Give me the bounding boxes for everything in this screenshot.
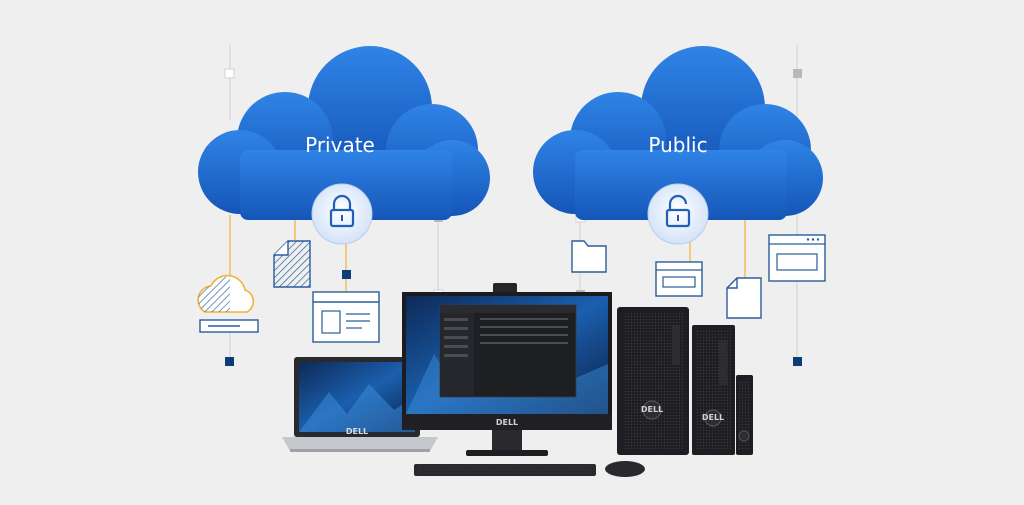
mouse [605,461,645,477]
tower-pc: DELL [617,307,689,455]
document-icon [726,277,762,319]
private-cloud-label: Private [305,133,375,157]
large-browser-window-icon [768,234,826,282]
folder-icon [571,240,607,273]
open-lock-icon [647,183,709,245]
keyboard [414,464,596,476]
closed-lock-icon [311,183,373,245]
tower-brand-logo: DELL [641,405,663,414]
small-browser-window-icon [655,261,703,297]
public-cloud-label: Public [648,133,707,157]
striped-document-icon [273,240,311,288]
micro-pc [736,375,753,455]
laptop: DELL [282,357,438,452]
laptop-brand-logo: DELL [346,427,368,436]
private-cloud: Private [198,46,490,245]
monitor-brand-logo: DELL [496,418,518,427]
monitor: DELL [402,283,612,456]
connector-lines [229,45,798,360]
browser-window-icon [312,291,380,343]
sff-brand-logo: DELL [702,413,724,422]
small-form-factor-pc: DELL [692,325,735,455]
public-cloud: Public [533,46,823,245]
half-cloud-icon [197,274,259,333]
